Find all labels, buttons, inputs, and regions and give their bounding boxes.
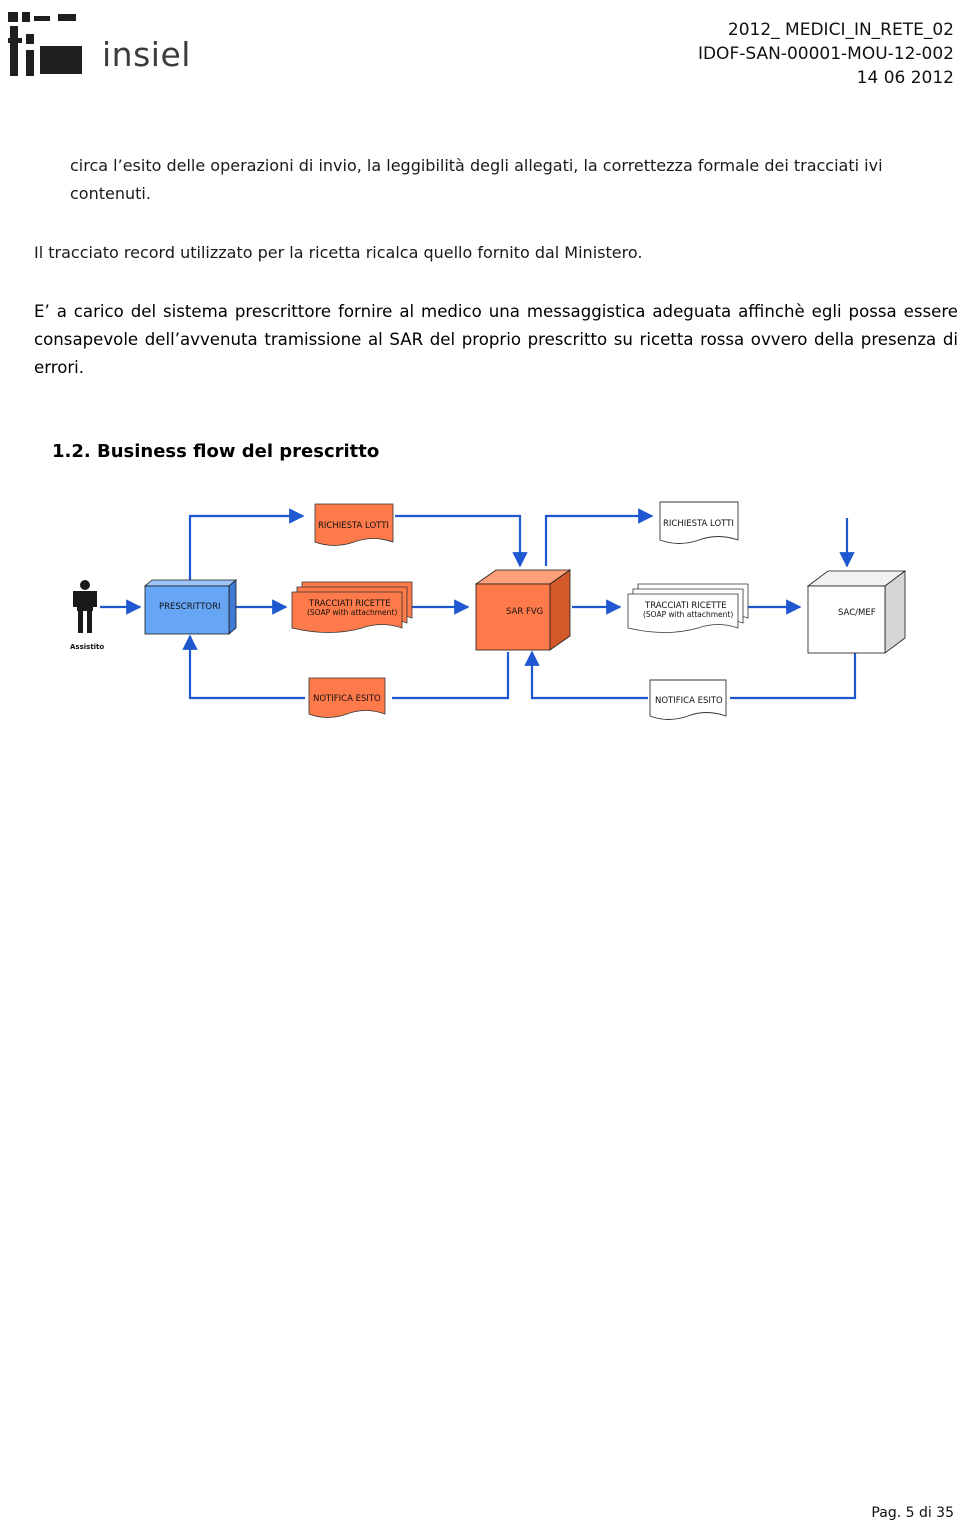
business-flow-diagram: Assistito PRESCRITTORI RICHIESTA LOTTI R… — [70, 501, 907, 720]
paragraph-messaggistica: E’ a carico del sistema prescrittore for… — [34, 302, 958, 377]
sac-mef-label: SAC/MEF — [838, 608, 876, 618]
tracciati-left-subtitle: (SOAP with attachment) — [307, 608, 397, 617]
richiesta-lotti-right-label: RICHIESTA LOTTI — [663, 519, 734, 529]
paragraph-tracciato: Il tracciato record utilizzato per la ri… — [34, 243, 643, 262]
prescrittori-box — [143, 579, 238, 635]
tracciati-right-title: TRACCIATI RICETTE — [644, 601, 727, 611]
tracciati-right-subtitle: (SOAP with attachment) — [643, 610, 733, 619]
document-title: 2012_ MEDICI_IN_RETE_02 — [727, 20, 954, 40]
paragraph-esito: circa l’esito delle operazioni di invio,… — [70, 156, 883, 203]
richiesta-lotti-left-doc — [314, 503, 394, 546]
prescrittori-label: PRESCRITTORI — [159, 602, 220, 612]
notifica-right-label: NOTIFICA ESITO — [655, 696, 723, 706]
logo-mark-icon — [8, 12, 82, 76]
tracciati-ricette-left-stack — [291, 581, 413, 633]
tracciati-left-title: TRACCIATI RICETTE — [308, 599, 391, 609]
notifica-esito-left-doc — [308, 677, 386, 718]
richiesta-lotti-right-doc — [659, 501, 739, 544]
sar-fvg-box — [474, 569, 572, 651]
document-code: IDOF-SAN-00001-MOU-12-002 — [697, 44, 954, 64]
assistito-actor-icon — [73, 580, 97, 633]
page-number: Pag. 5 di 35 — [871, 1505, 954, 1521]
notifica-esito-right-doc — [649, 679, 727, 720]
flow-connectors — [100, 508, 857, 700]
logo-wordmark: insiel — [102, 35, 191, 74]
notifica-left-label: NOTIFICA ESITO — [313, 694, 381, 704]
assistito-label: Assistito — [70, 643, 104, 651]
insiel-logo — [8, 10, 198, 80]
tracciati-ricette-right-stack — [627, 583, 749, 633]
sar-fvg-label: SAR FVG — [506, 607, 543, 617]
document-date: 14 06 2012 — [856, 68, 954, 88]
section-heading: 1.2. Business flow del prescritto — [52, 441, 380, 462]
sac-mef-box — [806, 570, 907, 654]
document-header-meta: 2012_ MEDICI_IN_RETE_02 IDOF-SAN-00001-M… — [698, 18, 954, 90]
richiesta-lotti-left-label: RICHIESTA LOTTI — [318, 521, 389, 531]
